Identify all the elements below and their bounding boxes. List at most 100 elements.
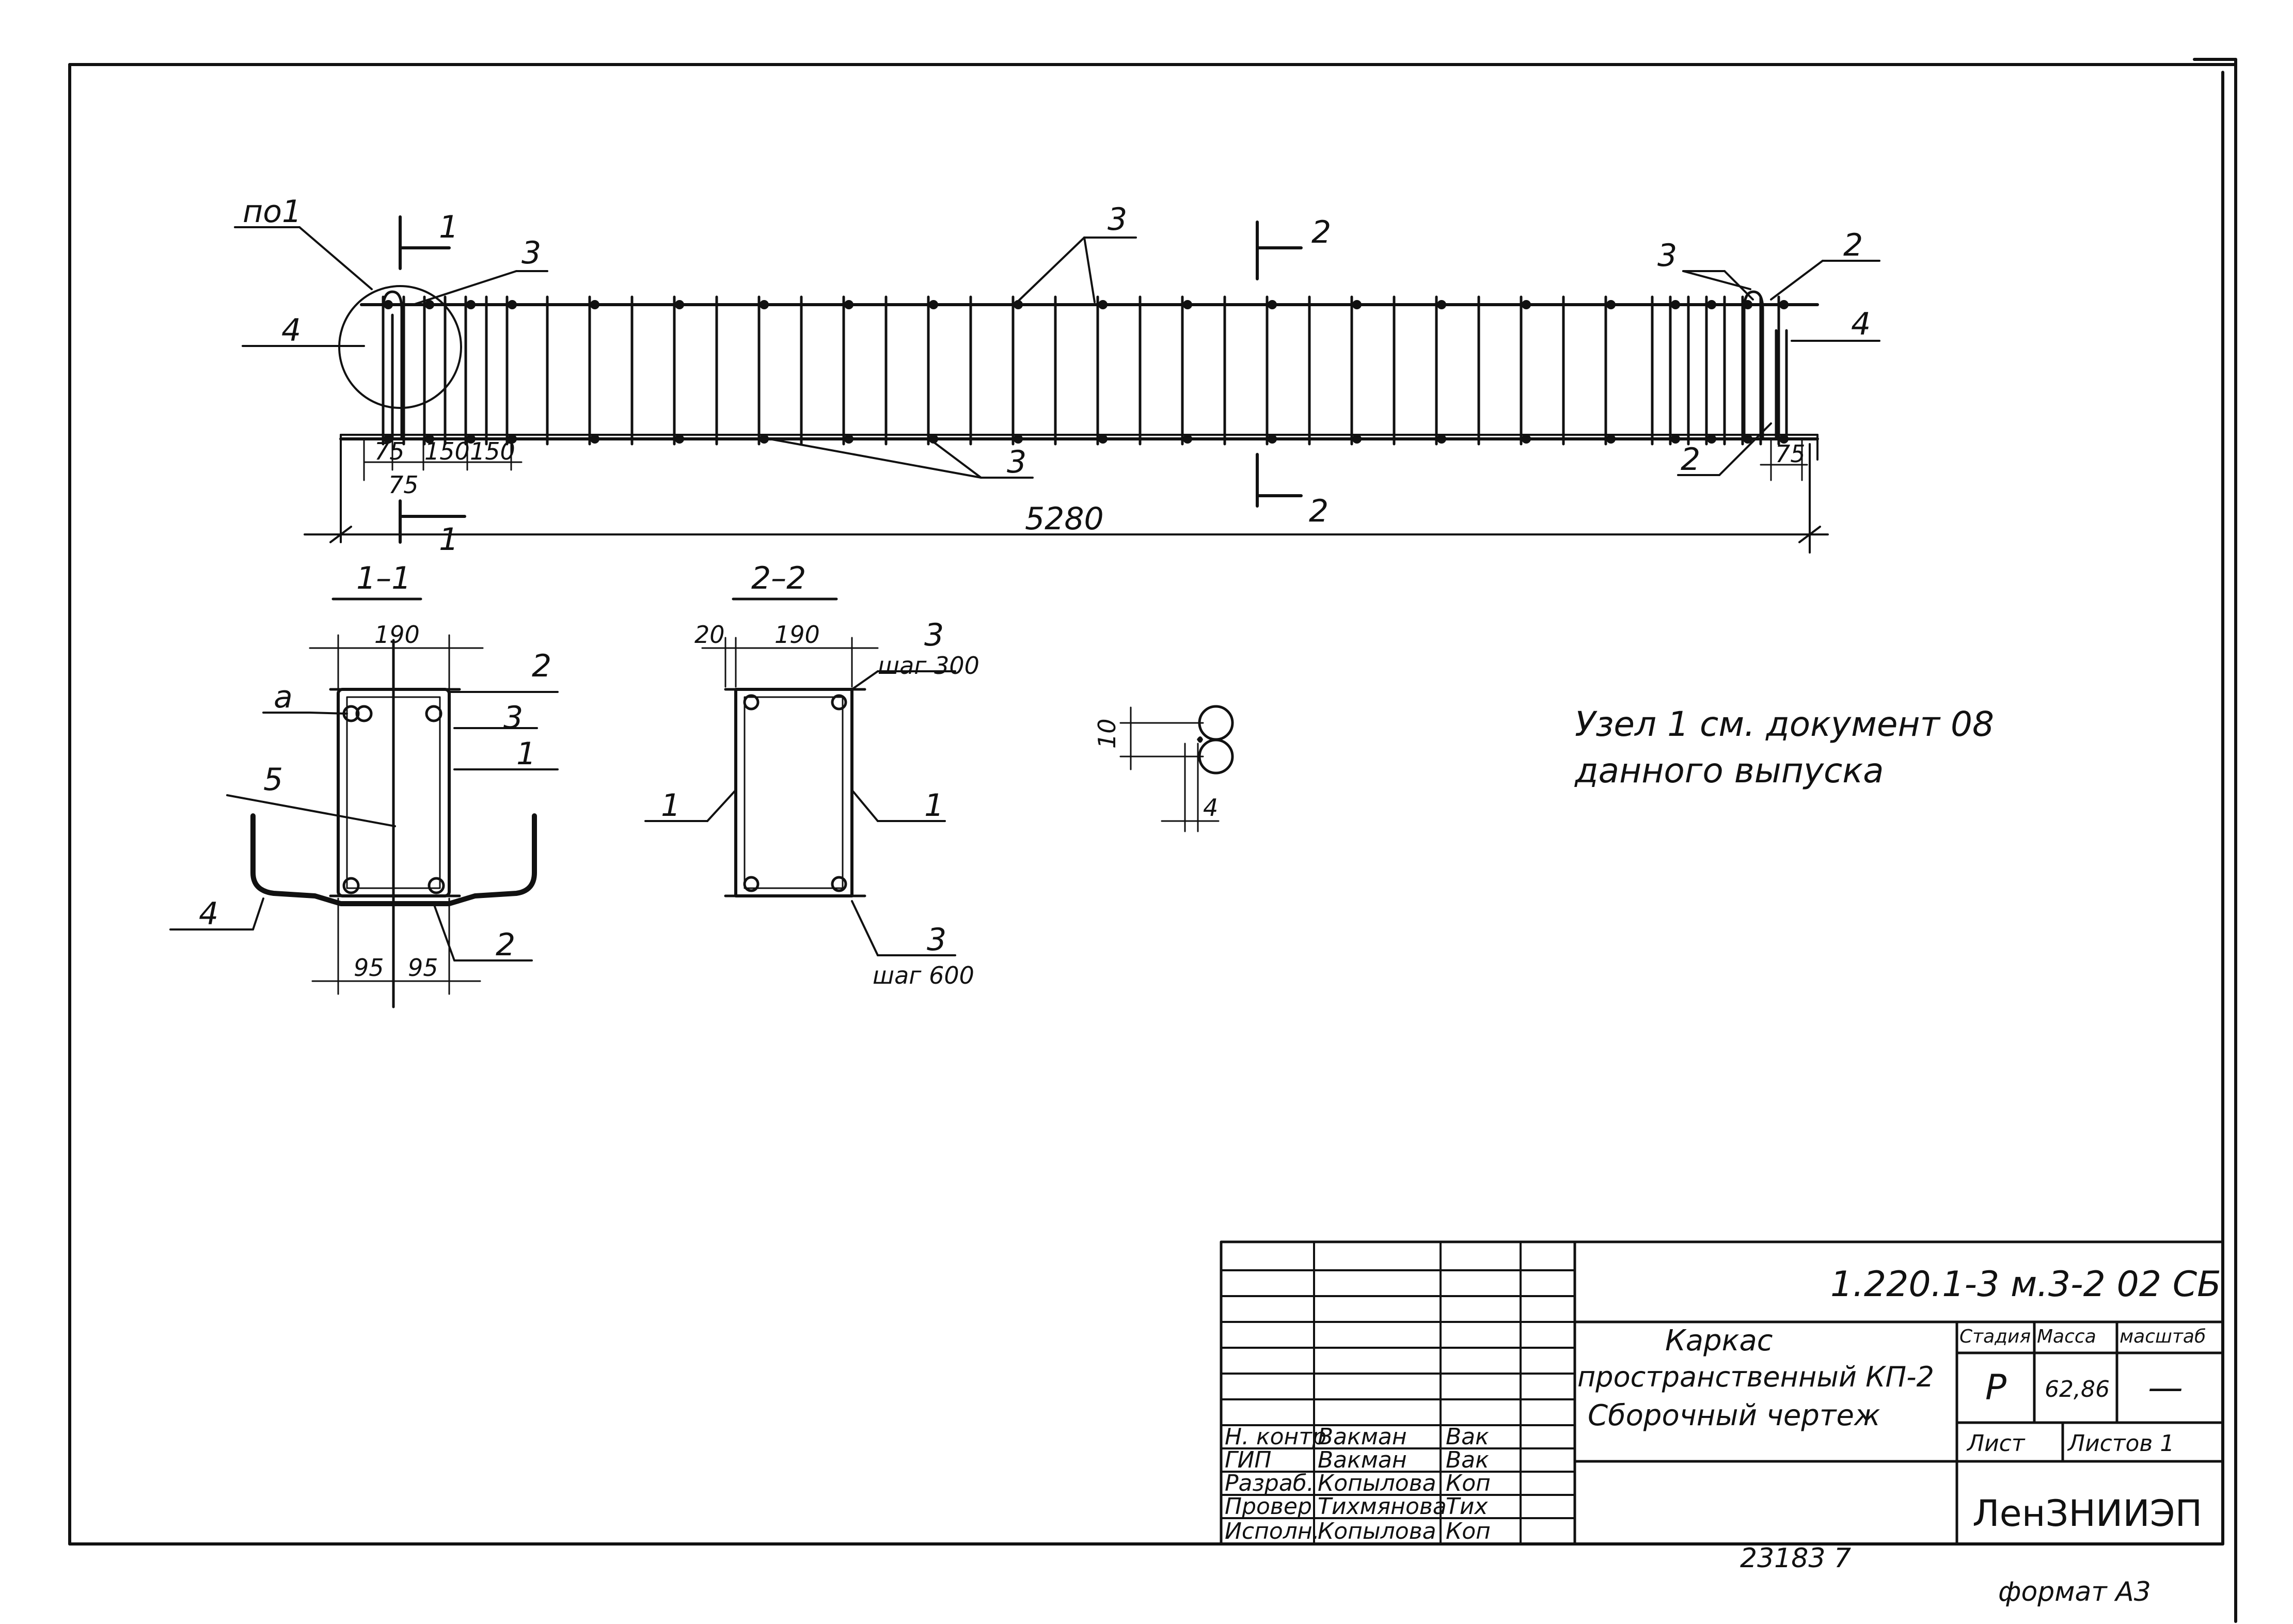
hdr-stage: Стадия bbox=[1959, 1326, 2031, 1347]
section-1-bottom-label: 1 bbox=[439, 522, 458, 558]
sheets-label: Листов 1 bbox=[2067, 1430, 2174, 1457]
bar-dot bbox=[1437, 300, 1446, 309]
leaders-mark-4 bbox=[242, 340, 1880, 347]
section-2-2-bars bbox=[743, 694, 847, 892]
name-line-1: Каркас bbox=[1665, 1324, 1773, 1358]
role-4-sign: Коп bbox=[1446, 1518, 1491, 1544]
sec22-dim-190: 190 bbox=[774, 621, 820, 649]
bar-dot bbox=[466, 300, 476, 309]
inventory-number: 23183 7 bbox=[1740, 1543, 1851, 1574]
bar-dot bbox=[760, 434, 769, 444]
sec11-mark-2-bottom: 2 bbox=[496, 927, 515, 963]
sheet-label: Лист bbox=[1966, 1430, 2026, 1457]
bar-dot bbox=[1707, 434, 1716, 444]
bar-dot bbox=[675, 300, 684, 309]
dim-chain-left bbox=[363, 438, 523, 481]
role-3-sign: Тих bbox=[1446, 1493, 1488, 1520]
elevation-view: по1 1 1 2 2 bbox=[234, 194, 1880, 558]
val-mass: 62,86 bbox=[2045, 1376, 2110, 1402]
bar-dot bbox=[1352, 300, 1362, 309]
sheet-frame bbox=[68, 58, 2237, 1623]
dim-150-a: 150 bbox=[424, 437, 470, 465]
bar-dot bbox=[466, 434, 476, 444]
dim-chain-right bbox=[1760, 438, 1808, 481]
role-0-name: Вакман bbox=[1318, 1424, 1407, 1450]
sec11-dim-190: 190 bbox=[374, 621, 420, 649]
elev-mark-2-bottom: 2 bbox=[1681, 442, 1700, 478]
lifting-hook bbox=[250, 813, 537, 906]
name-line-3: Сборочный чертеж bbox=[1588, 1399, 1880, 1432]
doc-code: 1.220.1-3 м.3-2 02 СБ bbox=[1830, 1264, 2221, 1305]
detail-dim-4: 4 bbox=[1203, 794, 1218, 822]
role-3-name: Тихмянова bbox=[1318, 1493, 1447, 1520]
section-1-marker bbox=[399, 215, 466, 544]
sec11-dim-95-right: 95 bbox=[408, 954, 438, 982]
bar-dot bbox=[844, 434, 853, 444]
elev-mark-3-d: 3 bbox=[1657, 238, 1677, 274]
note-line-1: Узел 1 см. документ 08 bbox=[1575, 704, 1994, 744]
section-2-bottom-label: 2 bbox=[1309, 493, 1329, 529]
bar-dot bbox=[425, 434, 434, 444]
section-1-1: 1–1 190 95 95 bbox=[169, 560, 559, 1008]
bar-dot bbox=[590, 300, 599, 309]
sec22-step-600: шаг 600 bbox=[873, 961, 974, 989]
section-1-top-label: 1 bbox=[439, 209, 458, 245]
leaders-mark-3 bbox=[412, 236, 1754, 479]
sec22-mark-1-left: 1 bbox=[661, 787, 681, 824]
bar-dot bbox=[1671, 300, 1680, 309]
elev-mark-4-left: 4 bbox=[281, 312, 301, 349]
role-1-sign: Вак bbox=[1446, 1447, 1489, 1473]
role-0: Н. контр bbox=[1225, 1424, 1326, 1450]
role-2: Разраб. bbox=[1225, 1470, 1314, 1496]
node-callout-label: по1 bbox=[243, 194, 302, 230]
dim-75-right: 75 bbox=[1775, 440, 1806, 468]
bar-dot bbox=[1268, 434, 1277, 444]
bar-dot bbox=[844, 300, 853, 309]
section-2-marker bbox=[1256, 220, 1303, 508]
stirrups-group bbox=[382, 295, 1780, 446]
bar-dot bbox=[1098, 300, 1108, 309]
sec11-mark-1: 1 bbox=[516, 736, 536, 772]
val-scale: — bbox=[2148, 1367, 2183, 1408]
bar-dot bbox=[1671, 434, 1680, 444]
bar-dot bbox=[929, 300, 938, 309]
sec11-mark-3: 3 bbox=[503, 700, 523, 736]
elev-mark-3-c: 3 bbox=[1007, 444, 1026, 480]
bar-dot bbox=[1268, 300, 1277, 309]
org-name: ЛенЗНИИЭП bbox=[1972, 1492, 2202, 1535]
end-hooks-left bbox=[382, 290, 403, 440]
elev-mark-4-right: 4 bbox=[1851, 306, 1871, 342]
bar-dot bbox=[508, 434, 517, 444]
sec22-mark-3-top: 3 bbox=[924, 617, 944, 653]
bar-dot bbox=[1183, 434, 1192, 444]
sec22-mark-3-bottom: 3 bbox=[927, 922, 946, 958]
end-hooks-right bbox=[1743, 290, 1788, 440]
bar-dot bbox=[425, 300, 434, 309]
bar-dot bbox=[508, 300, 517, 309]
bar-dot bbox=[1606, 434, 1616, 444]
bar-dot bbox=[1606, 300, 1616, 309]
elev-mark-2-top: 2 bbox=[1843, 227, 1863, 263]
dim-75-a: 75 bbox=[374, 437, 405, 465]
leaders-mark-2 bbox=[1677, 260, 1880, 476]
section-1-1-title: 1–1 bbox=[356, 560, 411, 596]
format-label: формат А3 bbox=[1998, 1576, 2151, 1607]
role-1-name: Вакман bbox=[1318, 1447, 1407, 1473]
bar-dot bbox=[1707, 300, 1716, 309]
dim-75-b: 75 bbox=[388, 471, 419, 499]
sec22-step-300: шаг 300 bbox=[878, 652, 979, 680]
dim-total-length: 5280 bbox=[1025, 501, 1104, 537]
elev-mark-3-b: 3 bbox=[1108, 201, 1127, 238]
bar-dot bbox=[1437, 434, 1446, 444]
sec22-mark-1-right: 1 bbox=[924, 787, 944, 824]
bar-dot bbox=[1779, 300, 1789, 309]
longitudinal-bars bbox=[339, 303, 1819, 440]
dim-overall bbox=[304, 443, 1829, 554]
dim-150-b: 150 bbox=[470, 437, 515, 465]
role-2-name: Копылова bbox=[1318, 1470, 1436, 1496]
sec11-mark-a: а bbox=[274, 679, 293, 715]
title-block: Н. контр Вакман Вак ГИП Вакман Вак Разра… bbox=[1220, 1240, 2224, 1546]
bar-dot bbox=[675, 434, 684, 444]
sec11-mark-4: 4 bbox=[199, 896, 218, 932]
